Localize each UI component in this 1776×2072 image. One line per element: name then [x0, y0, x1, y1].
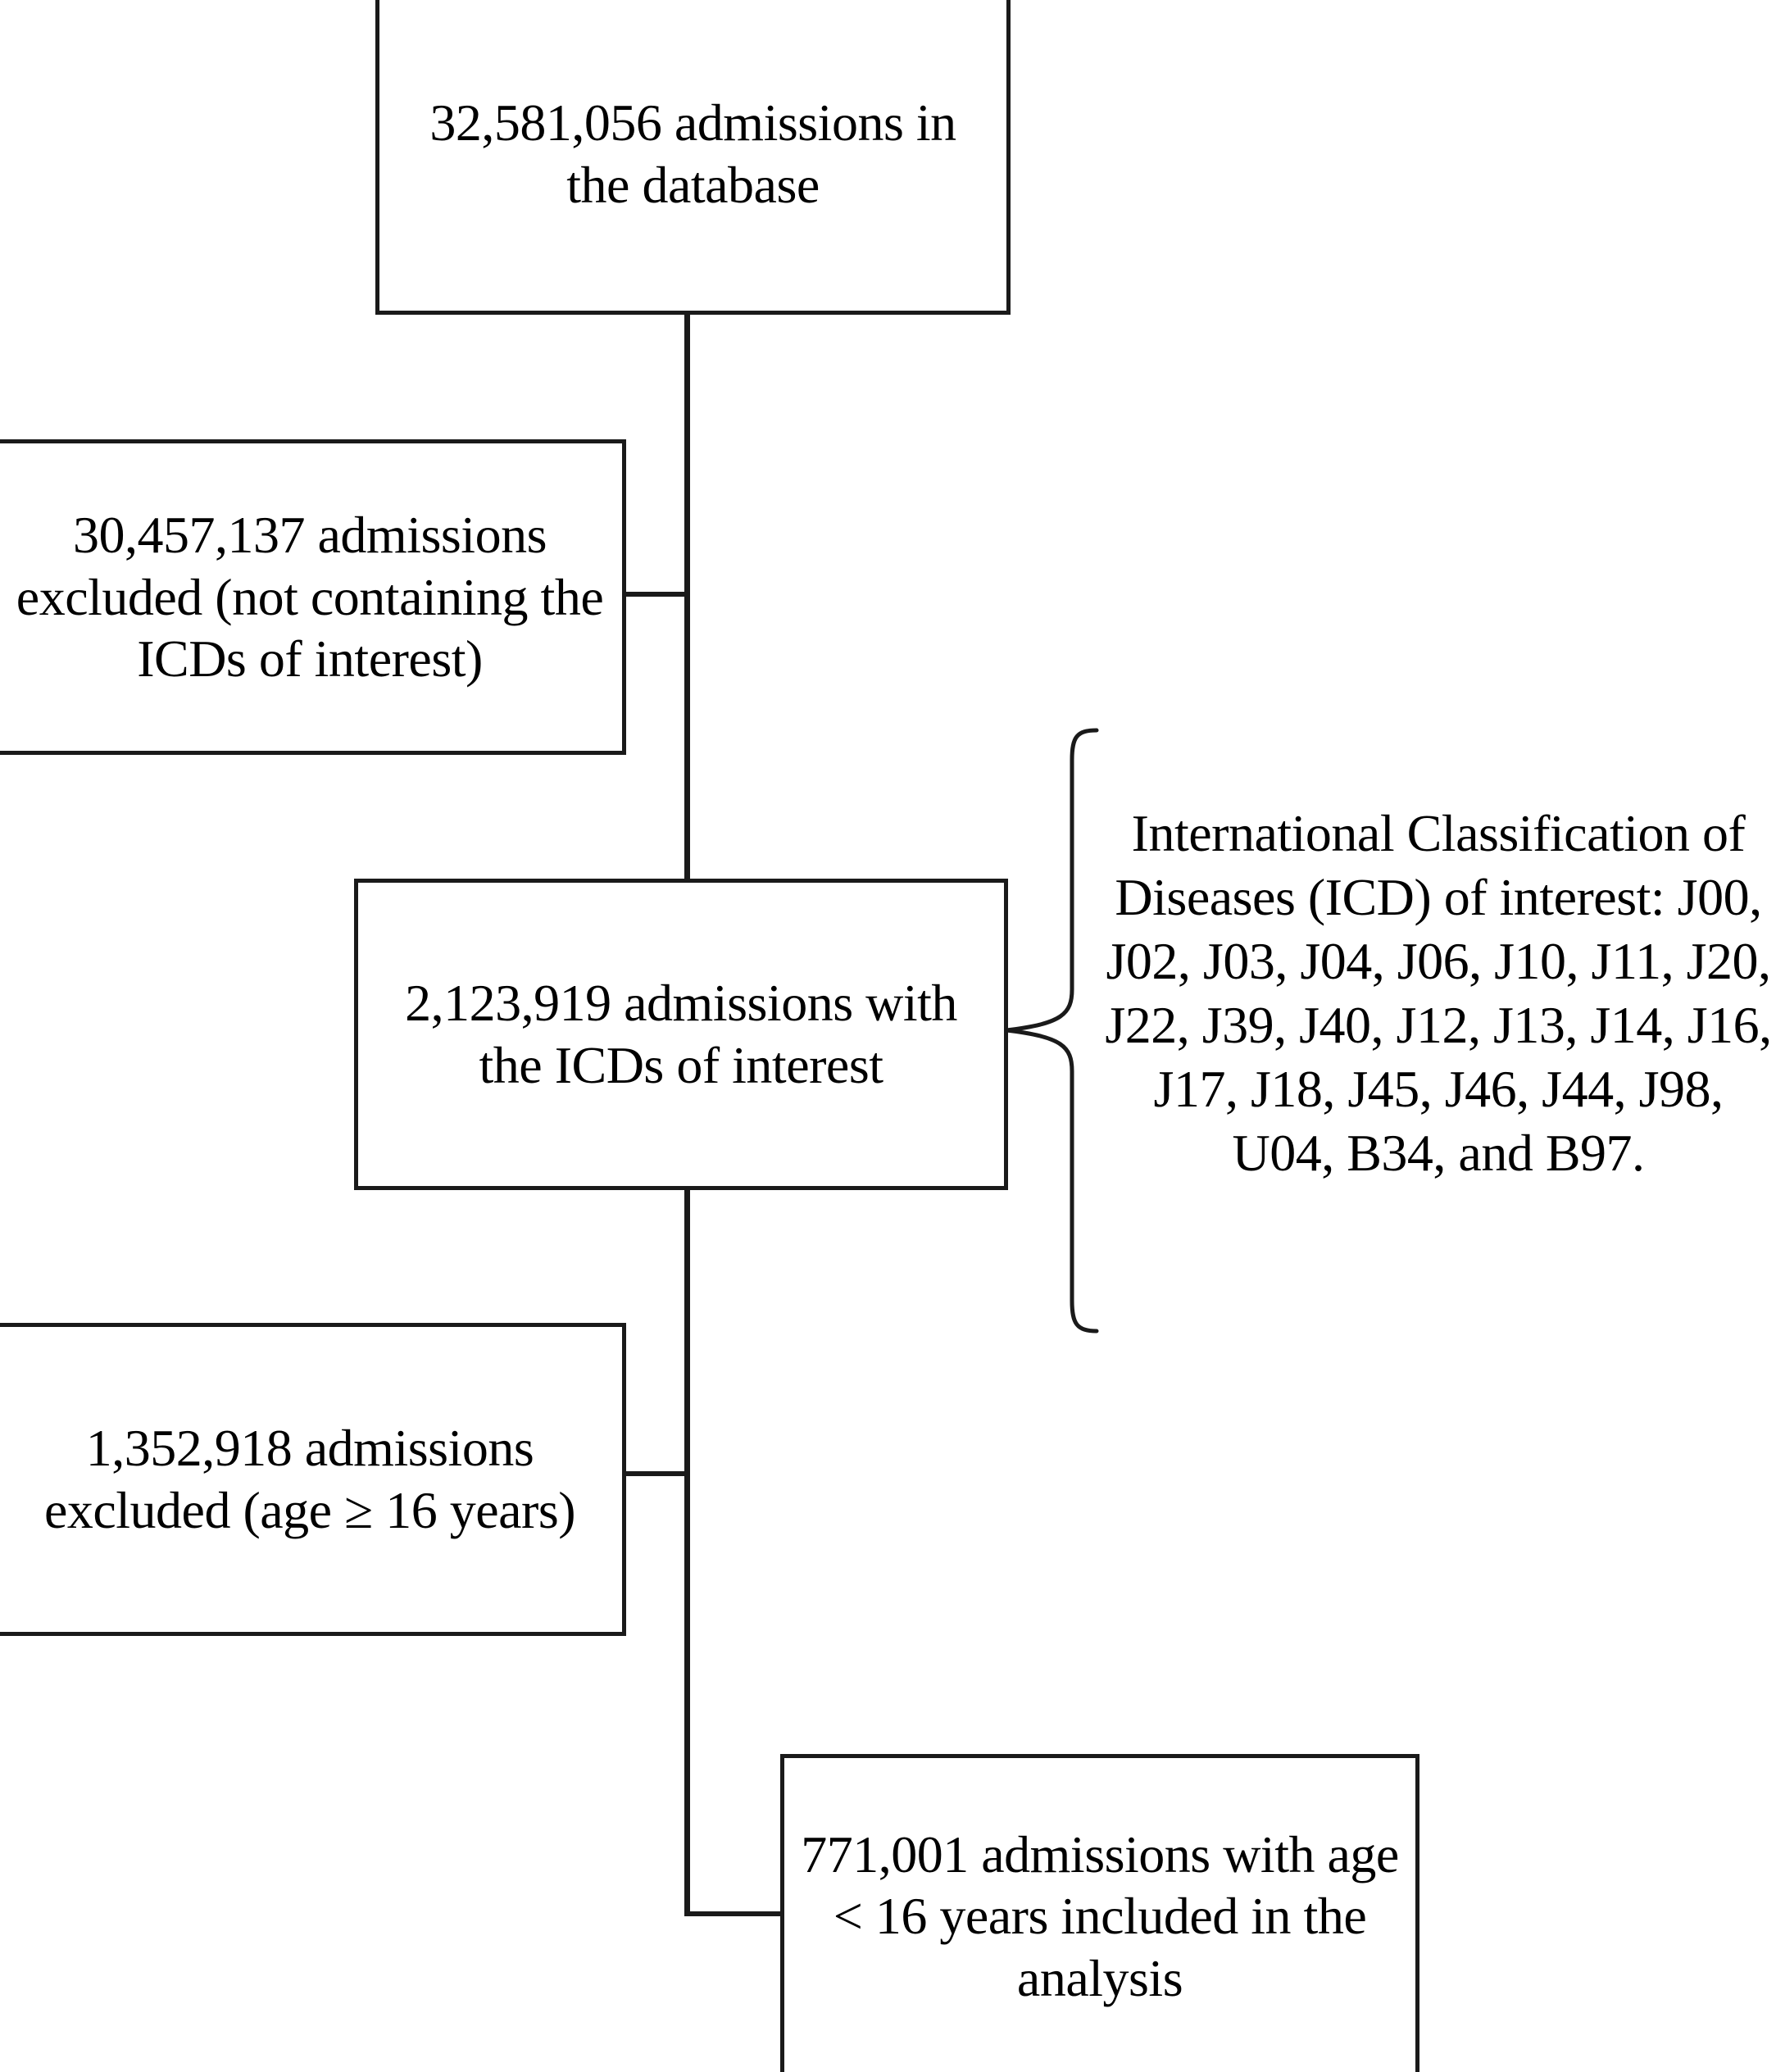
connector-to-included-box	[684, 1911, 787, 1916]
curly-brace-icon	[1004, 728, 1099, 1334]
connector-to-excluded-no-icd	[621, 592, 688, 597]
box-with-icd-of-interest: 2,123,919 admissions with the ICDs of in…	[354, 879, 1008, 1190]
box-excluded-age-label: 1,352,918 admissions excluded (age ≥ 16 …	[43, 1419, 576, 1539]
box-excluded-age: 1,352,918 admissions excluded (age ≥ 16 …	[0, 1323, 626, 1636]
box-total-admissions-label: 32,581,056 admissions in the database	[429, 93, 956, 214]
box-with-icd-of-interest-label: 2,123,919 admissions with the ICDs of in…	[405, 974, 957, 1094]
connector-to-excluded-age	[621, 1471, 688, 1476]
box-excluded-no-icd-label: 30,457,137 admissions excluded (not cont…	[16, 506, 604, 688]
curly-brace-icd	[997, 725, 1103, 1336]
box-total-admissions: 32,581,056 admissions in the database	[375, 0, 1011, 315]
box-included-in-analysis-label: 771,001 admissions with age < 16 years i…	[801, 1824, 1399, 2007]
box-included-in-analysis: 771,001 admissions with age < 16 years i…	[780, 1754, 1419, 2072]
box-excluded-no-icd: 30,457,137 admissions excluded (not cont…	[0, 439, 626, 755]
icd-of-interest-note: International Classification of Diseases…	[1105, 804, 1772, 1183]
